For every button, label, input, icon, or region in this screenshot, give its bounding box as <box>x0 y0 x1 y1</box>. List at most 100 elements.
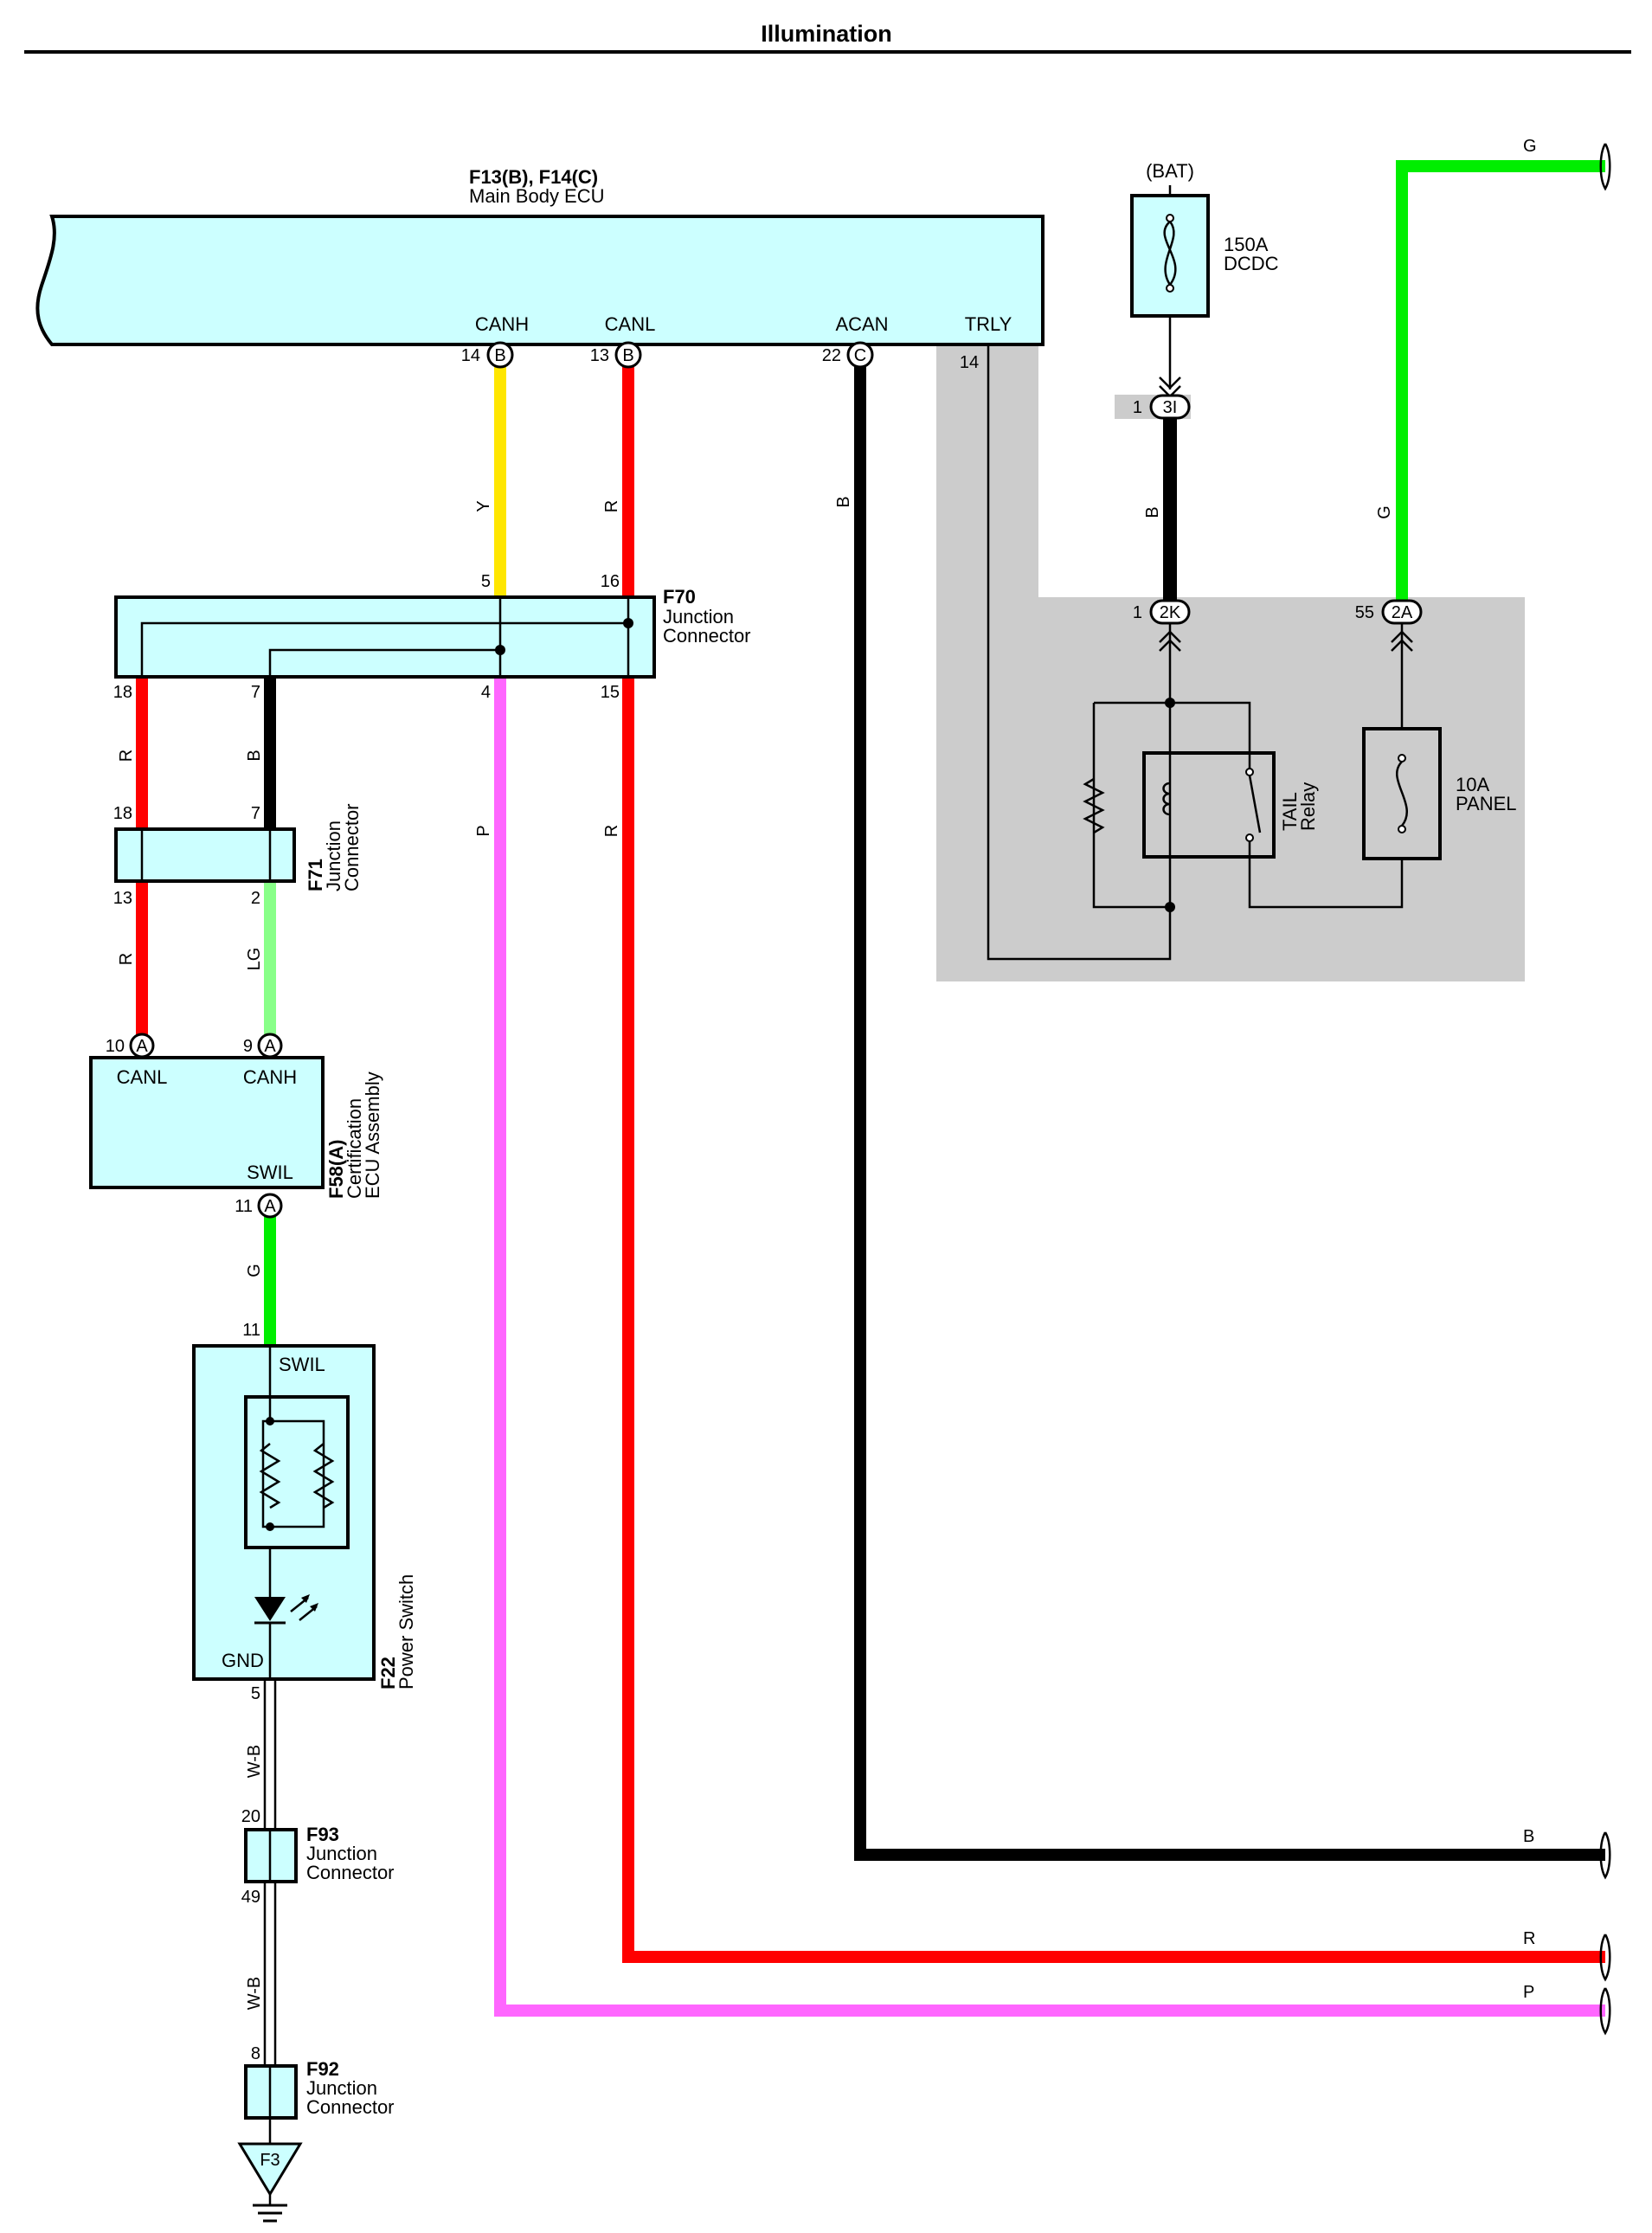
wire-break-symbols <box>1599 143 1611 2036</box>
ecu-acan-conn: C <box>854 346 866 365</box>
label-gnd-wb2: W-B <box>245 1977 264 2011</box>
wire-p-out <box>494 677 1605 2017</box>
main-ecu-name: Main Body ECU <box>469 185 605 207</box>
f70-pin4: 4 <box>481 683 491 702</box>
connector-3i <box>1149 376 1191 420</box>
f58-pin9: 9 <box>243 1037 253 1056</box>
label-out-p: P <box>1523 1983 1534 2002</box>
junction-block-shade <box>936 343 1525 981</box>
f58-pin-canl: CANL <box>117 1066 168 1088</box>
f22-pin11: 11 <box>242 1321 260 1340</box>
f22-pin-gnd: GND <box>222 1650 264 1671</box>
f93-pin20: 20 <box>241 1807 260 1826</box>
f22-pin5: 5 <box>251 1684 260 1703</box>
f92-pin8: 8 <box>251 2044 260 2063</box>
wire-panel-g <box>1396 160 1605 601</box>
ecu-trly-num: 14 <box>960 353 979 372</box>
label-bat-b: B <box>1143 506 1162 518</box>
fuse-150a-dcdc <box>1130 194 1210 318</box>
f58-code: F58(A) <box>325 1140 347 1199</box>
f70-name1: Junction <box>663 606 734 627</box>
f92-code: F92 <box>306 2058 339 2080</box>
label-canh-y: Y <box>474 500 493 512</box>
f70-name2: Connector <box>663 625 751 647</box>
label-f71-lg: LG <box>245 948 264 971</box>
ecu-pin-canh: CANH <box>475 313 529 335</box>
f71-pin7: 7 <box>251 804 260 823</box>
wire-acan-b <box>854 365 1605 1861</box>
ground-symbol <box>237 2118 303 2223</box>
fuse-150a-symbol <box>1163 214 1177 293</box>
f93-name2: Connector <box>306 1862 395 1883</box>
f58-pin-swil: SWIL <box>247 1162 293 1183</box>
connector-2k <box>1149 599 1191 703</box>
connector-2k-pin: 1 <box>1133 603 1142 622</box>
f58-name1: Certification <box>344 1098 365 1199</box>
label-f70-r: R <box>117 750 136 762</box>
label-panel-g: G <box>1375 505 1394 519</box>
connector-2a-pin: 55 <box>1355 603 1374 622</box>
connector-2a <box>1381 599 1423 729</box>
connector-3i-label: 3I <box>1163 398 1178 417</box>
f93-name1: Junction <box>306 1843 377 1864</box>
f22-name: Power Switch <box>395 1574 417 1689</box>
label-out-g: G <box>1523 137 1537 156</box>
ecu-pin-acan: ACAN <box>835 313 888 335</box>
ecu-acan-num: 22 <box>822 346 841 365</box>
f58-pin10: 10 <box>106 1037 125 1056</box>
f70-junction-connector <box>114 595 656 679</box>
f58-name2: ECU Assembly <box>362 1071 383 1199</box>
f58-conn-a1: A <box>136 1037 148 1056</box>
main-body-ecu <box>35 215 1045 346</box>
f70-pin5: 5 <box>481 572 491 591</box>
f70-pin16: 16 <box>601 572 620 591</box>
f71-code: F71 <box>305 859 326 891</box>
connector-2k-label: 2K <box>1160 603 1181 622</box>
f71-name2: Connector <box>341 803 363 891</box>
label-f71-r: R <box>117 953 136 965</box>
f58-conn-a2: A <box>264 1037 276 1056</box>
f22-code: F22 <box>377 1657 399 1689</box>
f71-name1: Junction <box>323 820 344 891</box>
f58-conn-a3: A <box>264 1197 276 1216</box>
f93-pin49: 49 <box>241 1888 260 1907</box>
ecu-canl-num: 13 <box>590 346 609 365</box>
f71-pin18: 18 <box>113 804 132 823</box>
label-gnd-wb1: W-B <box>245 1745 264 1779</box>
f93-code: F93 <box>306 1824 339 1845</box>
relay-name2: Relay <box>1297 782 1319 831</box>
f70-pin18: 18 <box>113 683 132 702</box>
wire-trly <box>987 344 1172 961</box>
ecu-canh-conn: B <box>494 346 505 365</box>
fuse-150a-name: DCDC <box>1224 253 1279 274</box>
f70-internal-lines <box>140 597 633 677</box>
fuse-10a-name: PANEL <box>1456 793 1517 814</box>
fuse-10a-symbol <box>1396 754 1408 833</box>
f92-name2: Connector <box>306 2096 395 2118</box>
f22-internal-circuit <box>244 1346 350 1679</box>
ecu-canh-num: 14 <box>461 346 480 365</box>
label-out-b: B <box>1523 1827 1534 1846</box>
main-ecu-code: F13(B), F14(C) <box>469 166 598 188</box>
ecu-connector-pins <box>486 341 874 369</box>
label-f70-r2: R <box>602 825 621 837</box>
connector-2a-label: 2A <box>1392 603 1413 622</box>
f58-certification-ecu <box>89 1056 325 1189</box>
f71-junction-connector <box>114 827 296 883</box>
ground-label: F3 <box>260 2151 280 2170</box>
f71-pin13: 13 <box>113 889 132 908</box>
f58-pin11: 11 <box>235 1197 253 1216</box>
diagram-title: Illumination <box>761 21 892 47</box>
label-f70-b: B <box>245 750 264 761</box>
label-canl-r: R <box>602 500 621 512</box>
ecu-pin-trly: TRLY <box>965 313 1012 335</box>
connector-3i-pin: 1 <box>1133 398 1142 417</box>
f58-pins-top <box>129 1033 283 1059</box>
wire-labels: Y R B B G R B P R R LG G W-B W-B <box>117 496 1394 2010</box>
f70-pin15: 15 <box>601 683 620 702</box>
ecu-canl-conn: B <box>622 346 633 365</box>
f22-pin-swil: SWIL <box>279 1354 325 1375</box>
tail-relay-circuit <box>1083 698 1404 912</box>
f70-code: F70 <box>663 586 696 608</box>
